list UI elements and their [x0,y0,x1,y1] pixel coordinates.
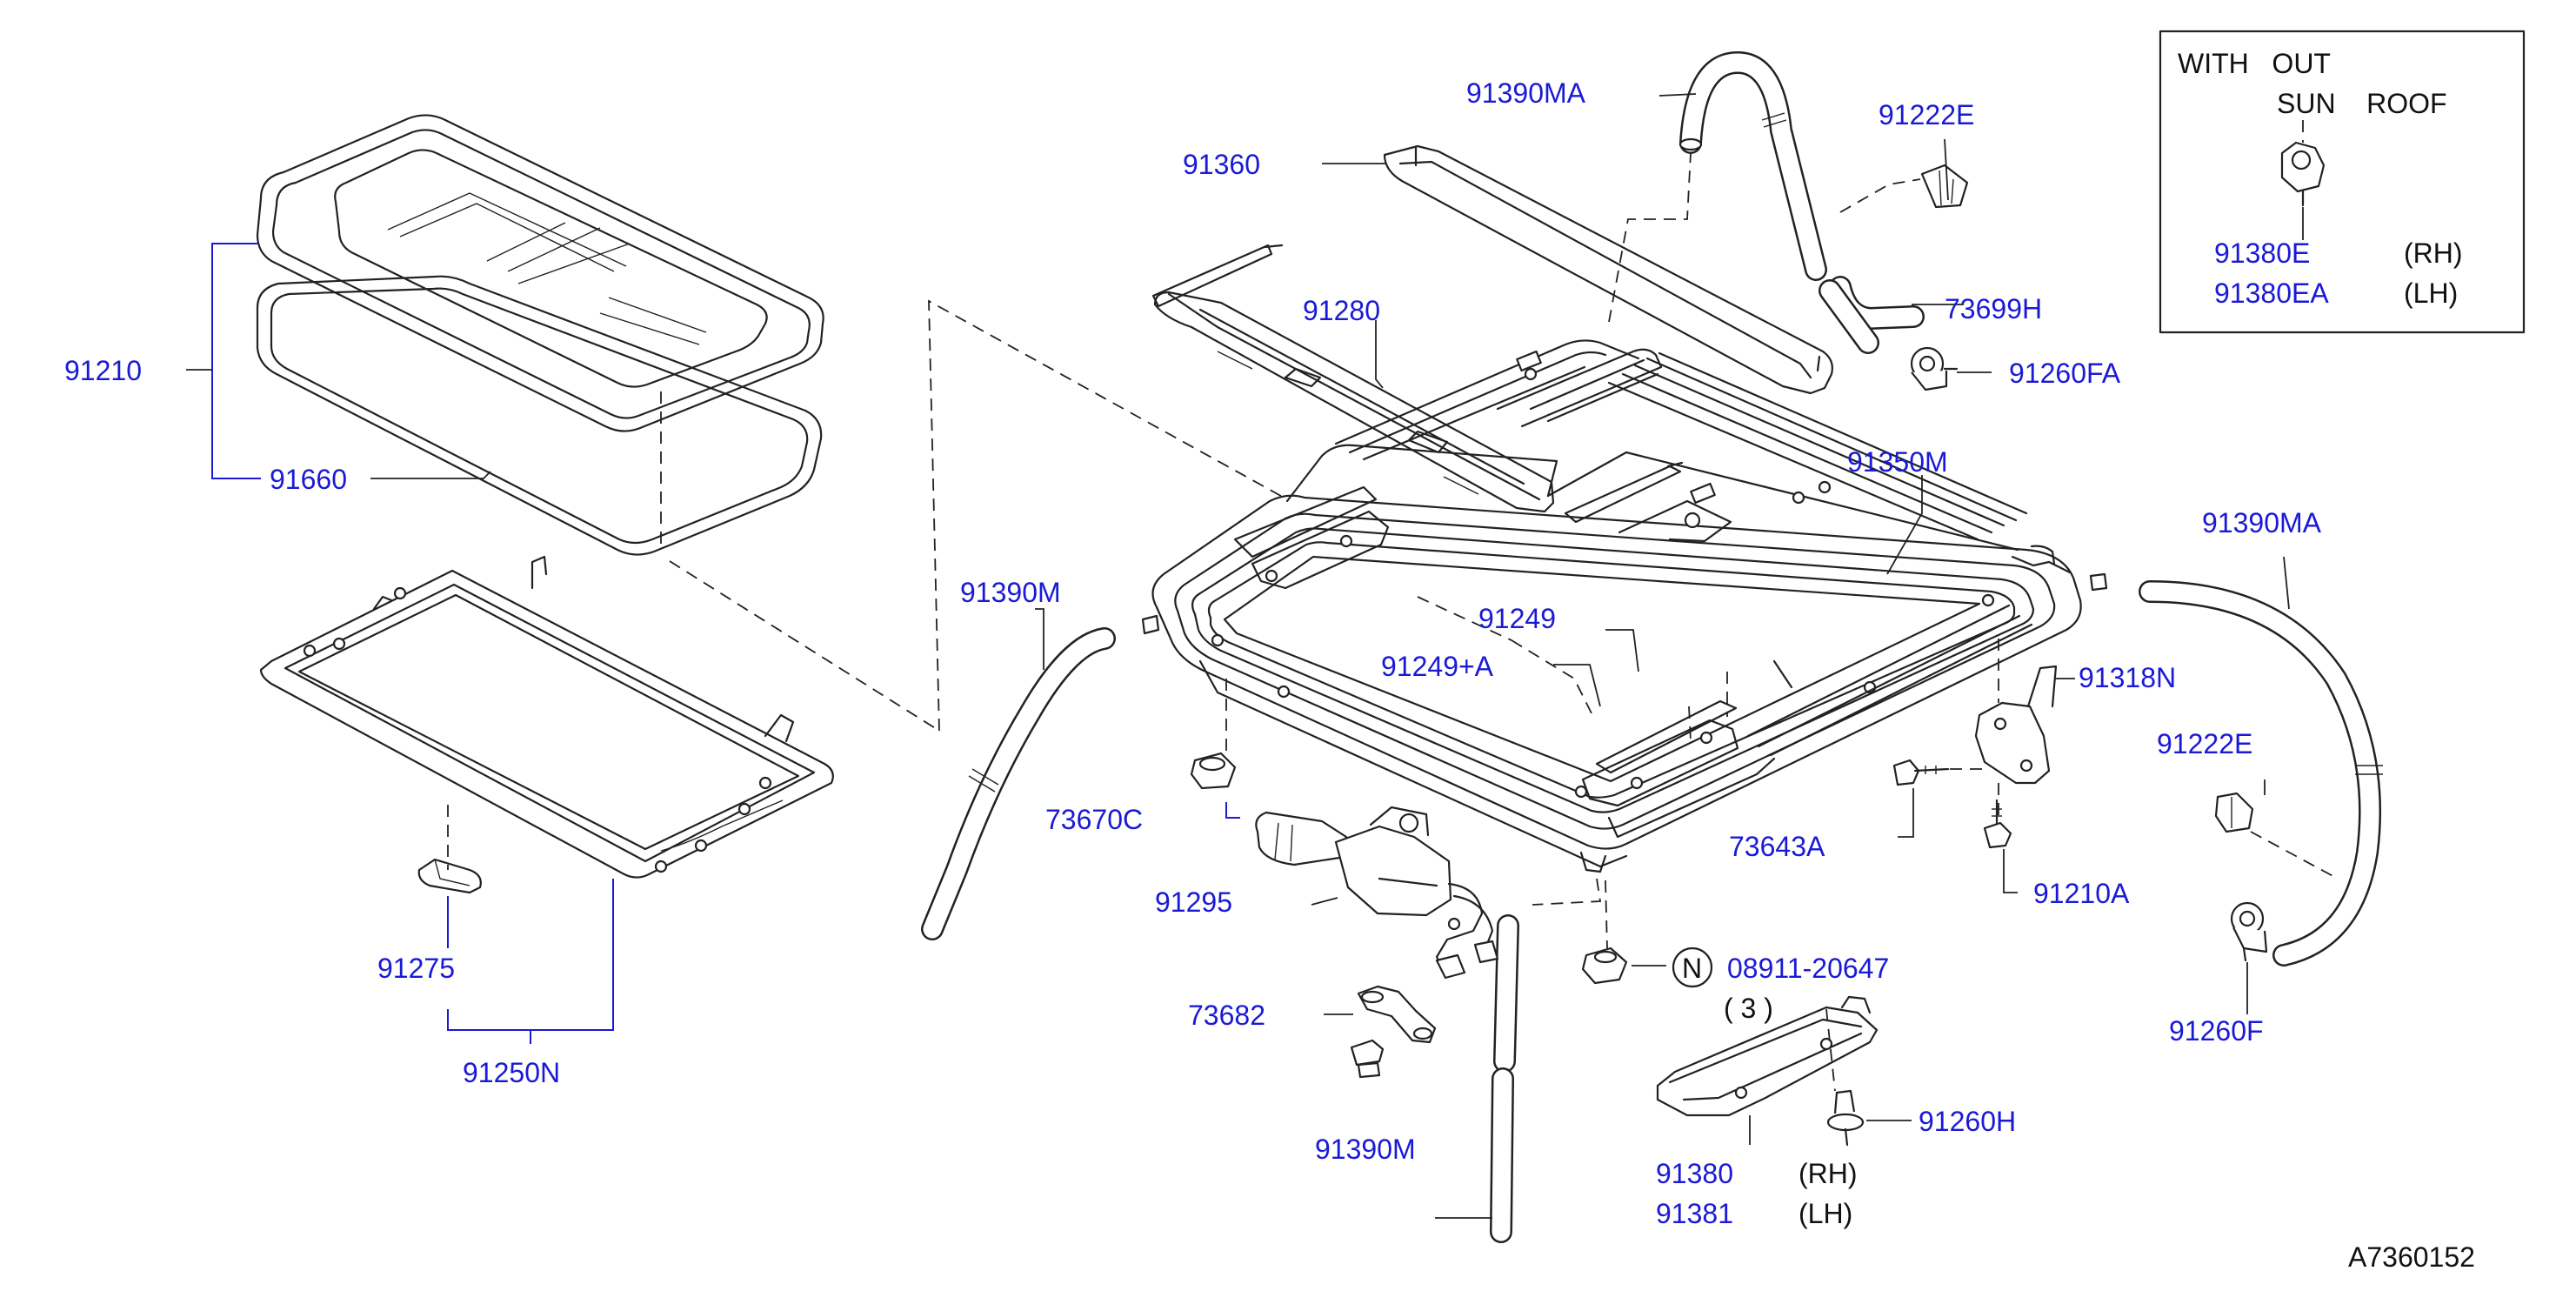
inset-title-line2: SUN ROOF [2277,88,2447,119]
n-symbol-circle [1672,947,1713,988]
label-91210[interactable]: 91210 [64,355,142,386]
sunshade-stopper-drawing [417,858,482,894]
label-91390M-left[interactable]: 91390M [960,577,1061,608]
label-91249[interactable]: 91249 [1478,603,1556,634]
label-91380E-side: (RH) [2404,237,2463,269]
front-rail-drawing [1153,291,1555,513]
inset-title-line1: WITH OUT [2178,48,2331,79]
without-sunroof-inset: WITH OUT SUN ROOF 91380E (RH) 91380EA (L… [2159,30,2526,334]
rear-bracket-91380-drawing [1656,995,1879,1117]
drain-hose-top-drawing [1678,51,1827,281]
label-08911-20647[interactable]: 08911-20647 [1727,953,1889,984]
leader-lines [186,93,2304,1219]
label-91660[interactable]: 91660 [270,464,347,495]
label-91390MA-top[interactable]: 91390MA [1466,77,1586,109]
clip-91260F-drawing [2230,901,2268,962]
label-91222E-right[interactable]: 91222E [2157,728,2252,759]
sunroof-frame-drawing [1141,339,2108,873]
n-symbol-letter: N [1682,953,1702,984]
label-73643A[interactable]: 73643A [1729,831,1825,862]
drain-hose-right-drawing [2139,580,2383,967]
label-91360[interactable]: 91360 [1183,149,1260,180]
label-91390MA-right[interactable]: 91390MA [2202,507,2322,538]
clip-73670C-drawing [1190,752,1237,790]
clip-91260FA-drawing [1910,346,1959,391]
label-91275[interactable]: 91275 [377,953,455,984]
clip-91222E-top-drawing [1920,164,1969,209]
label-91222E-top[interactable]: 91222E [1879,99,1974,130]
label-91249-plus-a[interactable]: 91249+A [1381,651,1494,682]
label-91381[interactable]: 91381 [1656,1198,1733,1229]
label-91380EA[interactable]: 91380EA [2214,278,2329,309]
label-91260H[interactable]: 91260H [1919,1106,2016,1137]
motor-bracket-73682-drawing [1350,985,1437,1079]
label-08911-quantity: ( 3 ) [1724,993,1773,1024]
label-91260FA[interactable]: 91260FA [2009,358,2121,389]
label-91350M[interactable]: 91350M [1847,446,1948,478]
label-91380E[interactable]: 91380E [2214,237,2310,269]
nut-08911-drawing [1581,947,1628,985]
wind-deflector-drawing [1383,144,1833,395]
diagram-id: A7360152 [2348,1241,2475,1273]
drain-hose-left-drawing [921,627,1116,940]
label-91250N[interactable]: 91250N [463,1057,560,1088]
drain-hose-bottom-drawing [1490,914,1519,1243]
label-91381-side: (LH) [1799,1198,1852,1229]
bolt-73643A-drawing [1892,759,1950,786]
label-73699H[interactable]: 73699H [1945,293,2042,324]
label-91280[interactable]: 91280 [1303,295,1380,326]
part-labels: 91210 91660 91275 91250N 91390M 91390M 7… [64,77,2322,1229]
hose-elbow-drawing [1819,276,1925,354]
label-91380EA-side: (LH) [2404,278,2458,309]
grommet-91260H-drawing [1826,1089,1865,1147]
dashed-connectors [447,120,2339,1092]
clip-91222E-right-drawing [2214,792,2254,833]
bracket-91318N-drawing [1974,665,2058,785]
inset-border [2159,30,2526,334]
label-91318N[interactable]: 91318N [2079,662,2176,693]
label-91260F[interactable]: 91260F [2169,1015,2264,1047]
sunshade-drawing [259,555,834,879]
weatherstrip-seal-drawing [256,275,823,556]
label-91390M-bottom[interactable]: 91390M [1315,1134,1416,1165]
label-73682[interactable]: 73682 [1188,1000,1265,1031]
sunroof-motor-drawing [1255,806,1499,980]
bolt-91210A-drawing [1983,799,2012,849]
inset-clip-drawing [2280,141,2326,207]
label-91380-side: (RH) [1799,1158,1858,1189]
rear-drive-cable-drawing [1151,244,1732,543]
label-91380[interactable]: 91380 [1656,1158,1733,1189]
label-73670C[interactable]: 73670C [1045,804,1143,835]
label-91210A[interactable]: 91210A [2033,878,2130,909]
label-91295[interactable]: 91295 [1155,886,1232,918]
glass-lid-drawing [256,114,824,432]
